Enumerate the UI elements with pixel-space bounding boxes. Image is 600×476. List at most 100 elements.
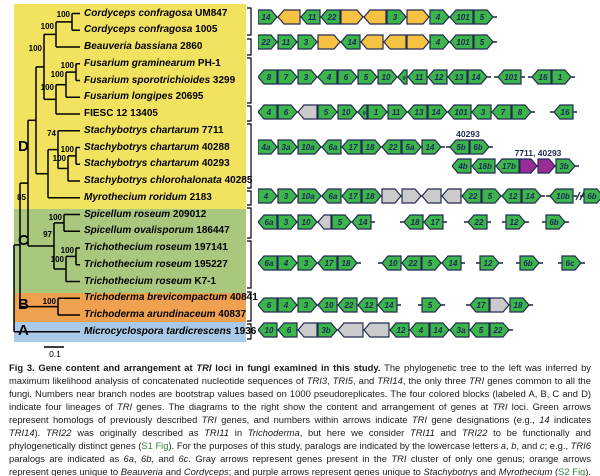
supplementary-link[interactable]: S1 Fig — [141, 440, 169, 451]
gene-label: 16 — [539, 73, 548, 82]
bootstrap-value: 100 — [60, 245, 74, 255]
caption-text: The phylogenetic tree to the left was in… — [9, 362, 591, 386]
gene-arrow-17 — [423, 214, 444, 230]
gene-label: 10 — [325, 301, 334, 310]
caption-text: indicates — [549, 414, 592, 425]
species-label: Fusarium longipes 20695 — [84, 91, 204, 103]
species-label: Trichothecium roseum K7-1 — [84, 275, 217, 287]
caption-text: TRI14 — [9, 427, 35, 438]
caption-text: loci in fungi examined in this study. — [211, 362, 381, 373]
gene-arrow-3 — [277, 188, 298, 204]
supplementary-link[interactable]: S2 Fig — [558, 466, 586, 476]
gene-arrow-purple — [537, 158, 556, 174]
gene-arrow-9 — [357, 104, 368, 120]
species-label: Stachybotrys chartarum 40288 — [84, 141, 230, 153]
gene-arrow-10 — [381, 255, 402, 271]
gene-label: 22 — [327, 13, 337, 22]
group-bracket — [247, 57, 252, 104]
gene-arrow-4 — [317, 69, 338, 85]
gene-arrow-16 — [531, 69, 552, 85]
gene-arrow-10 — [297, 214, 318, 230]
caption-text: 6b — [140, 453, 152, 464]
gene-arrow-5a — [401, 139, 422, 155]
gene-label: 4 — [418, 326, 424, 335]
gene-arrow-10 — [377, 69, 398, 85]
gene-label: 6a — [329, 192, 338, 201]
gene-arrow-gray — [337, 322, 364, 338]
gene-label: 12 — [435, 73, 444, 82]
gene-label: 10a — [301, 192, 315, 201]
caption-text: TRI22 — [45, 427, 72, 438]
gene-arrow-gray — [421, 188, 442, 204]
gene-arrow-18 — [361, 188, 382, 204]
gene-label: 5a — [406, 143, 415, 152]
gene-label: 22 — [493, 326, 503, 335]
gene-label: 6a — [265, 218, 274, 227]
gene-label: 6a — [265, 259, 274, 268]
gene-arrow-3 — [277, 214, 298, 230]
species-label: Fusarium graminearum PH-1 — [84, 57, 221, 69]
gene-arrow-11 — [387, 104, 408, 120]
caption-text: ). For the purposes of this study, paral… — [168, 440, 501, 451]
gene-arrow-101 — [497, 69, 522, 85]
gene-arrow-gray — [317, 214, 332, 230]
caption-text: , the only three — [402, 375, 470, 386]
group-bracket — [247, 7, 252, 36]
gene-arrow-11 — [277, 34, 298, 50]
gene-label: 4 — [326, 73, 332, 82]
gene-arrow-14 — [377, 297, 398, 313]
gene-arrow-gray — [381, 188, 402, 204]
gene-label: 14 — [472, 73, 481, 82]
clade-letter-C: C — [18, 232, 29, 249]
caption-text: c — [539, 440, 545, 451]
gene-arrow-6a — [321, 188, 342, 204]
gene-arrow-8 — [511, 104, 532, 120]
gene-label: 6 — [344, 73, 349, 82]
caption-text: cluster of only one genus; orange arrows… — [9, 453, 591, 476]
gene-arrow-orange — [317, 34, 341, 50]
gene-arrow-101 — [449, 9, 474, 25]
species-label: Fusarium sporotrichioides 3299 — [84, 74, 236, 86]
gene-arrow-22 — [381, 139, 402, 155]
species-label: Trichothecium roseum 195227 — [84, 258, 228, 270]
gene-arrow-orange — [340, 9, 364, 25]
gene-label: 10a — [301, 143, 315, 152]
species-label: Beauveria bassiana 2860 — [84, 41, 203, 52]
gene-arrow-17 — [469, 297, 490, 313]
gene-arrow-22 — [461, 188, 482, 204]
gene-label: 6b — [587, 192, 596, 201]
gene-label: 8 — [267, 73, 272, 82]
gene-label: 18 — [514, 301, 523, 310]
gene-arrow-gray — [401, 188, 422, 204]
gene-arrow-12 — [501, 188, 522, 204]
gene-label: 4 — [283, 301, 289, 310]
gene-arrow-22 — [401, 255, 422, 271]
gene-label: 6c — [566, 259, 575, 268]
bootstrap-value: 97 — [43, 230, 52, 239]
gene-arrow-14 — [429, 322, 450, 338]
gene-label: 17b — [502, 162, 516, 171]
scale-bar-label: 0.1 — [49, 349, 61, 359]
bootstrap-value: 100 — [42, 296, 56, 306]
gene-label: 14 — [526, 192, 535, 201]
caption-text: TRI — [201, 414, 217, 425]
gene-arrow-10 — [258, 322, 278, 338]
bootstrap-value: 85 — [17, 192, 26, 202]
gene-label: 3 — [304, 301, 309, 310]
gene-label: 16 — [561, 108, 570, 117]
bootstrap-value: 100 — [40, 22, 54, 31]
clade-letter-A: A — [18, 322, 29, 339]
gene-arrow-22 — [258, 34, 278, 50]
group-bracket — [247, 105, 252, 122]
group-bracket — [247, 190, 252, 206]
caption-text: Cordyceps — [183, 466, 229, 476]
gene-arrow-6 — [337, 69, 358, 85]
gene-label: 22 — [408, 259, 418, 268]
caption-text: TRI6 — [570, 440, 591, 451]
gene-arrow-3b — [317, 322, 338, 338]
gene-label: 3 — [284, 218, 289, 227]
gene-arrow-5 — [473, 34, 494, 50]
gene-arrow-6 — [258, 297, 278, 313]
gene-arrow-17 — [317, 255, 338, 271]
